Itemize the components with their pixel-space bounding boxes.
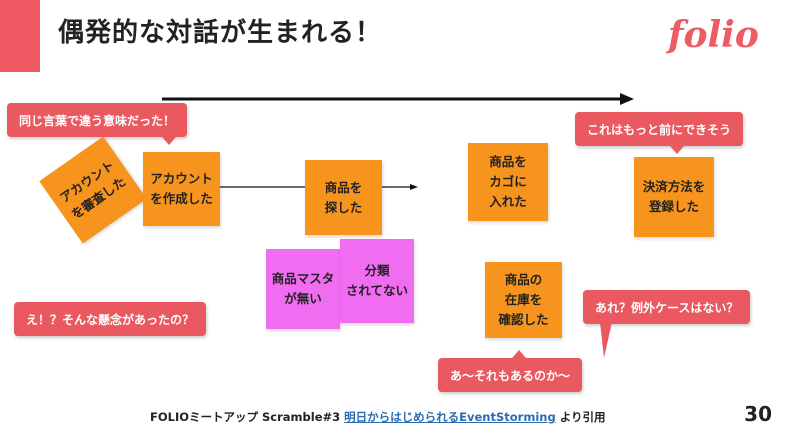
- sticky-payment-registered: 決済方法を 登録した: [634, 157, 714, 237]
- exception-bubble-tail: [600, 322, 612, 358]
- sticky-not-categorized: 分類 されてない: [340, 239, 414, 323]
- sticky-add-to-cart: 商品を カゴに 入れた: [468, 143, 548, 221]
- secondary-arrowhead: [410, 184, 418, 190]
- comment-worry: え！？そんな懸念があったの？: [14, 302, 207, 336]
- footer-suffix: より引用: [555, 410, 606, 424]
- folio-logo: folio: [668, 14, 759, 56]
- footer-source-link[interactable]: 明日からはじめられるEventStorming: [344, 410, 556, 424]
- page-number: 30: [744, 402, 772, 426]
- comment-same-word: 同じ言葉で違う意味だった！: [7, 103, 188, 145]
- slide-title: 偶発的な対話が生まれる！: [58, 18, 383, 48]
- footer-citation: FOLIOミートアップ Scramble#3 明日からはじめられるEventSt…: [150, 409, 605, 425]
- sticky-search-product: 商品を 探した: [305, 160, 382, 235]
- sticky-account-create: アカウント を作成した: [143, 152, 220, 226]
- sticky-check-inventory: 商品の 在庫を 確認した: [485, 262, 562, 338]
- comment-that-too: あ〜それもあるのか〜: [438, 350, 583, 392]
- sticky-no-product-master: 商品マスタ が無い: [266, 249, 340, 329]
- footer-prefix: FOLIOミートアップ Scramble#3: [150, 410, 345, 424]
- comment-exception: あれ？例外ケースはない？: [583, 290, 751, 324]
- accent-block: [0, 0, 40, 72]
- main-timeline-arrowhead: [620, 93, 634, 105]
- comment-earlier: これはもっと前にできそう: [575, 112, 744, 154]
